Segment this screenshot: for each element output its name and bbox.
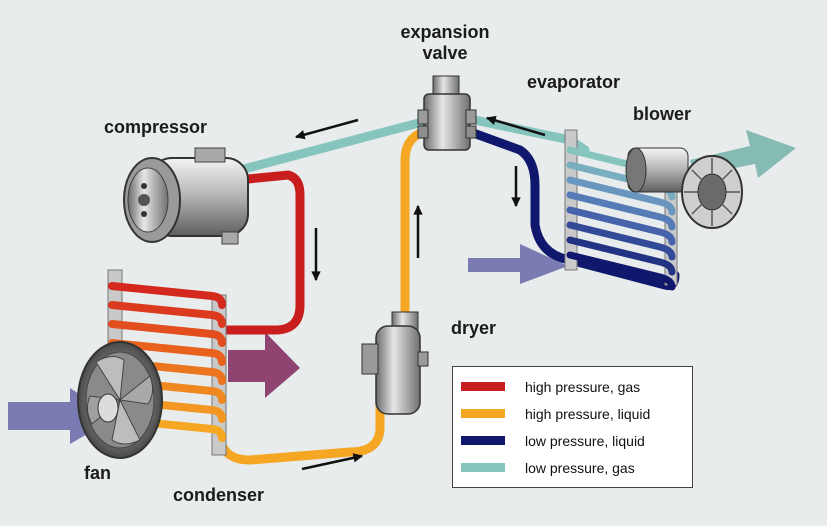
legend-label: low pressure, gas xyxy=(525,459,635,476)
legend-label: high pressure, gas xyxy=(525,378,641,395)
legend-item-low-pressure-liquid: low pressure, liquid xyxy=(461,427,692,454)
expansion-valve-label-line2: valve xyxy=(422,43,468,63)
legend-swatch xyxy=(461,409,505,418)
legend-label: high pressure, liquid xyxy=(525,405,651,422)
condenser-coil xyxy=(108,301,226,328)
evaporator-label: evaporator xyxy=(527,72,621,92)
condenser-coil xyxy=(108,320,226,347)
flow-arrows xyxy=(294,115,546,471)
dryer-label: dryer xyxy=(451,318,497,338)
legend-swatch xyxy=(461,382,505,391)
evaporator-coil xyxy=(566,176,676,216)
blower xyxy=(625,147,743,229)
condenser-coil xyxy=(108,339,226,366)
legend-item-high-pressure-liquid: high pressure, liquid xyxy=(461,400,692,427)
legend-label: low pressure, liquid xyxy=(525,432,645,449)
fan-label: fan xyxy=(84,463,111,483)
flow-arrow-shaft xyxy=(295,118,359,139)
flow-arrow-shaft xyxy=(486,116,546,137)
flow-arrow-head xyxy=(352,453,364,463)
expansion-valve-label-line1: expansion xyxy=(400,22,490,42)
evaporator-coil xyxy=(566,236,676,276)
evaporator-coil xyxy=(566,191,676,231)
condenser-coil xyxy=(108,415,226,442)
air-arrow-evap-in xyxy=(468,244,568,284)
evaporator-coil xyxy=(566,251,676,291)
compressor xyxy=(123,147,249,245)
flow-arrow-head xyxy=(511,197,521,208)
receiver-dryer xyxy=(361,311,429,415)
flow-arrow-head xyxy=(485,115,497,125)
flow-arrow-head xyxy=(294,130,306,140)
condenser-coil xyxy=(108,282,226,309)
flow-arrow-head xyxy=(413,204,423,215)
legend-swatch xyxy=(461,463,505,472)
flow-arrow-head xyxy=(311,271,321,282)
condenser-coil xyxy=(108,358,226,385)
legend-item-high-pressure-gas: high pressure, gas xyxy=(461,373,692,400)
legend-item-low-pressure-gas: low pressure, gas xyxy=(461,454,692,481)
condenser-fan xyxy=(77,341,163,459)
evaporator-coil xyxy=(566,221,676,261)
air-arrow-hot-out xyxy=(228,332,300,398)
legend-swatch xyxy=(461,436,505,445)
condenser-coil xyxy=(108,377,226,404)
flow-arrow-shaft xyxy=(301,454,363,471)
condenser-coil xyxy=(108,396,226,423)
expansion-valve xyxy=(417,75,477,151)
legend: high pressure, gas high pressure, liquid… xyxy=(452,366,693,488)
blower-label: blower xyxy=(633,104,692,124)
compressor-label: compressor xyxy=(104,117,208,137)
evaporator-coil xyxy=(566,206,676,246)
pipe-high-pressure-gas xyxy=(223,170,305,335)
condenser-label: condenser xyxy=(173,485,265,505)
expansion-valve-label: expansion valve xyxy=(392,22,498,64)
